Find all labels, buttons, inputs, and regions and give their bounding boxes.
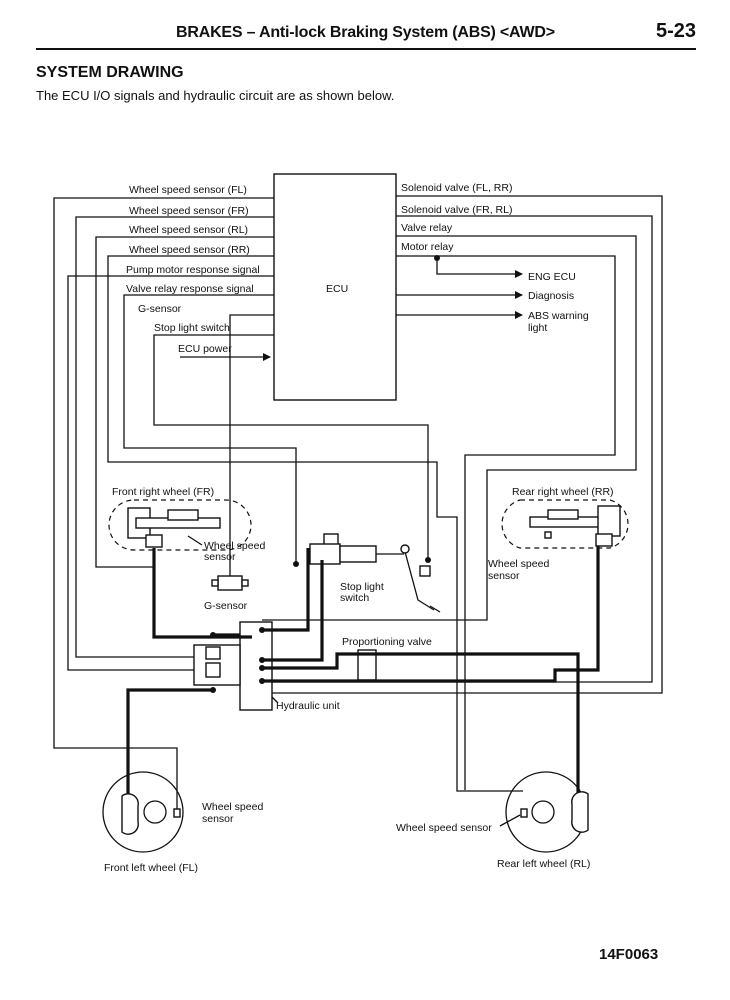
- stop-light-switch-label-2: switch: [340, 592, 369, 604]
- wss-fl-label-2: sensor: [202, 813, 234, 825]
- rear-right-wheel-label: Rear right wheel (RR): [512, 486, 614, 498]
- input-wss-fl-label: Wheel speed sensor (FL): [129, 184, 247, 196]
- input-wss-fr-label: Wheel speed sensor (FR): [129, 205, 249, 217]
- input-wss-rr-label: Wheel speed sensor (RR): [129, 244, 250, 256]
- input-valve-relay-label: Valve relay response signal: [126, 283, 254, 295]
- front-right-wheel-label: Front right wheel (FR): [112, 486, 214, 498]
- master-cylinder: [309, 533, 441, 613]
- section-description: The ECU I/O signals and hydraulic circui…: [36, 88, 395, 103]
- front-left-wheel: [102, 771, 184, 853]
- g-sensor-component: [211, 575, 249, 591]
- input-wiring: [53, 197, 523, 810]
- wss-rr-label-2: sensor: [488, 570, 520, 582]
- output-solenoid-fr-rl-label: Solenoid valve (FR, RL): [401, 204, 512, 216]
- input-ecu-power-label: ECU power: [178, 343, 232, 355]
- g-sensor-label: G-sensor: [204, 600, 248, 612]
- abs-warning-label: ABS warning: [528, 310, 589, 322]
- section-title: SYSTEM DRAWING: [36, 64, 184, 81]
- front-left-wheel-label: Front left wheel (FL): [104, 862, 198, 874]
- ecu-label: ECU: [326, 283, 348, 295]
- wss-fr-label-2: sensor: [204, 551, 236, 563]
- output-wiring: [262, 195, 663, 790]
- wss-fl-label: Wheel speed: [202, 801, 263, 813]
- rear-left-wheel: [505, 771, 589, 853]
- proportioning-valve-label: Proportioning valve: [342, 636, 432, 648]
- output-valve-relay-label: Valve relay: [401, 222, 453, 234]
- input-g-sensor-label: G-sensor: [138, 303, 182, 315]
- rear-right-wheel-outline: [501, 499, 629, 549]
- input-pump-motor-label: Pump motor response signal: [126, 264, 260, 276]
- header-title: BRAKES – Anti-lock Braking System (ABS) …: [176, 24, 555, 41]
- rear-left-wheel-label: Rear left wheel (RL): [497, 858, 590, 870]
- abs-warning-label-2: light: [528, 322, 547, 334]
- output-solenoid-fl-rr-label: Solenoid valve (FL, RR): [401, 182, 512, 194]
- output-motor-relay-label: Motor relay: [401, 241, 454, 253]
- rear-right-brake: [529, 505, 621, 547]
- wss-rr-label: Wheel speed: [488, 558, 549, 570]
- stop-light-switch-label: Stop light: [340, 581, 384, 593]
- diagnosis-label: Diagnosis: [528, 290, 574, 302]
- hydraulic-unit-label: Hydraulic unit: [276, 700, 340, 712]
- eng-ecu-label: ENG ECU: [528, 271, 576, 283]
- page-number: 5-23: [655, 20, 696, 42]
- front-right-brake: [127, 507, 221, 548]
- wss-rl-label: Wheel speed sensor: [396, 822, 492, 834]
- input-stop-light-label: Stop light switch: [154, 322, 230, 334]
- input-wss-rl-label: Wheel speed sensor (RL): [129, 224, 248, 236]
- ecu-box: [273, 173, 397, 401]
- page-header: BRAKES – Anti-lock Braking System (ABS) …: [36, 20, 696, 50]
- wss-fr-label: Wheel speed: [204, 540, 265, 552]
- figure-code: 14F0063: [599, 946, 659, 963]
